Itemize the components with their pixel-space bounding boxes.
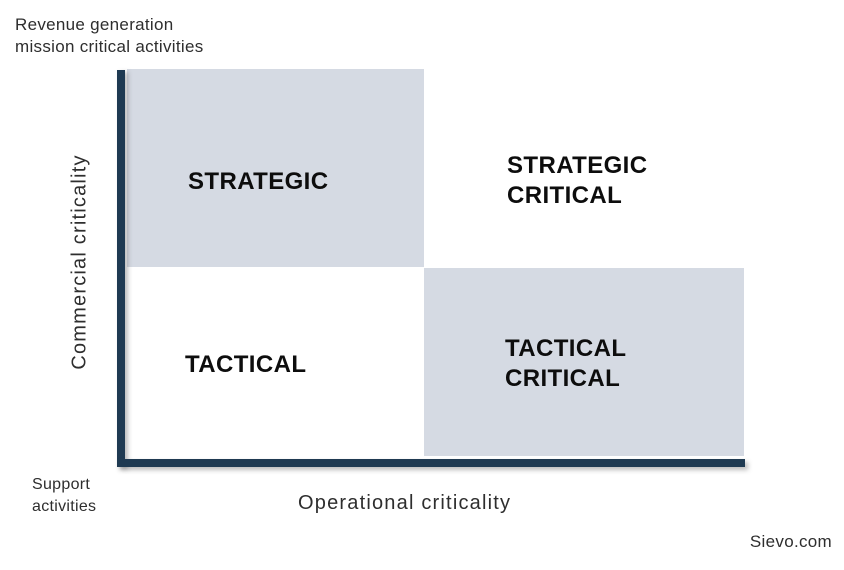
quadrant-label-tactical: TACTICAL	[185, 350, 306, 380]
x-axis-line	[117, 459, 745, 467]
quadrant-label-tactical-critical-line2: CRITICAL	[505, 365, 621, 392]
top-left-annotation-line1: Revenue generation	[15, 15, 174, 34]
quadrant-label-tactical-line1: TACTICAL	[185, 351, 307, 378]
quadrant-label-tactical-critical: TACTICAL CRITICAL	[505, 334, 626, 394]
bottom-left-annotation-line2: activities	[32, 498, 97, 515]
quadrant-label-strategic-line1: STRATEGIC	[188, 168, 329, 195]
y-axis-label: Commercial criticality	[68, 154, 91, 370]
quadrant-label-strategic-critical-line1: STRATEGIC	[507, 152, 648, 179]
y-axis-line	[117, 70, 125, 467]
top-left-annotation-line2: mission critical activities	[15, 37, 204, 56]
top-left-annotation: Revenue generation mission critical acti…	[15, 14, 204, 58]
quadrant-tactical-critical-box	[424, 268, 744, 456]
quadrant-label-strategic-critical-line2: CRITICAL	[507, 182, 623, 209]
brand-footer: Sievo.com	[749, 532, 832, 551]
quadrant-strategic-box	[127, 69, 424, 267]
bottom-left-annotation-line1: Support	[32, 476, 91, 493]
x-axis-label: Operational criticality	[298, 492, 512, 514]
quadrant-label-strategic-critical: STRATEGIC CRITICAL	[507, 151, 648, 211]
bottom-left-annotation: Support activities	[32, 474, 96, 518]
quadrant-label-tactical-critical-line1: TACTICAL	[505, 335, 627, 362]
quadrant-label-strategic: STRATEGIC	[188, 167, 329, 197]
